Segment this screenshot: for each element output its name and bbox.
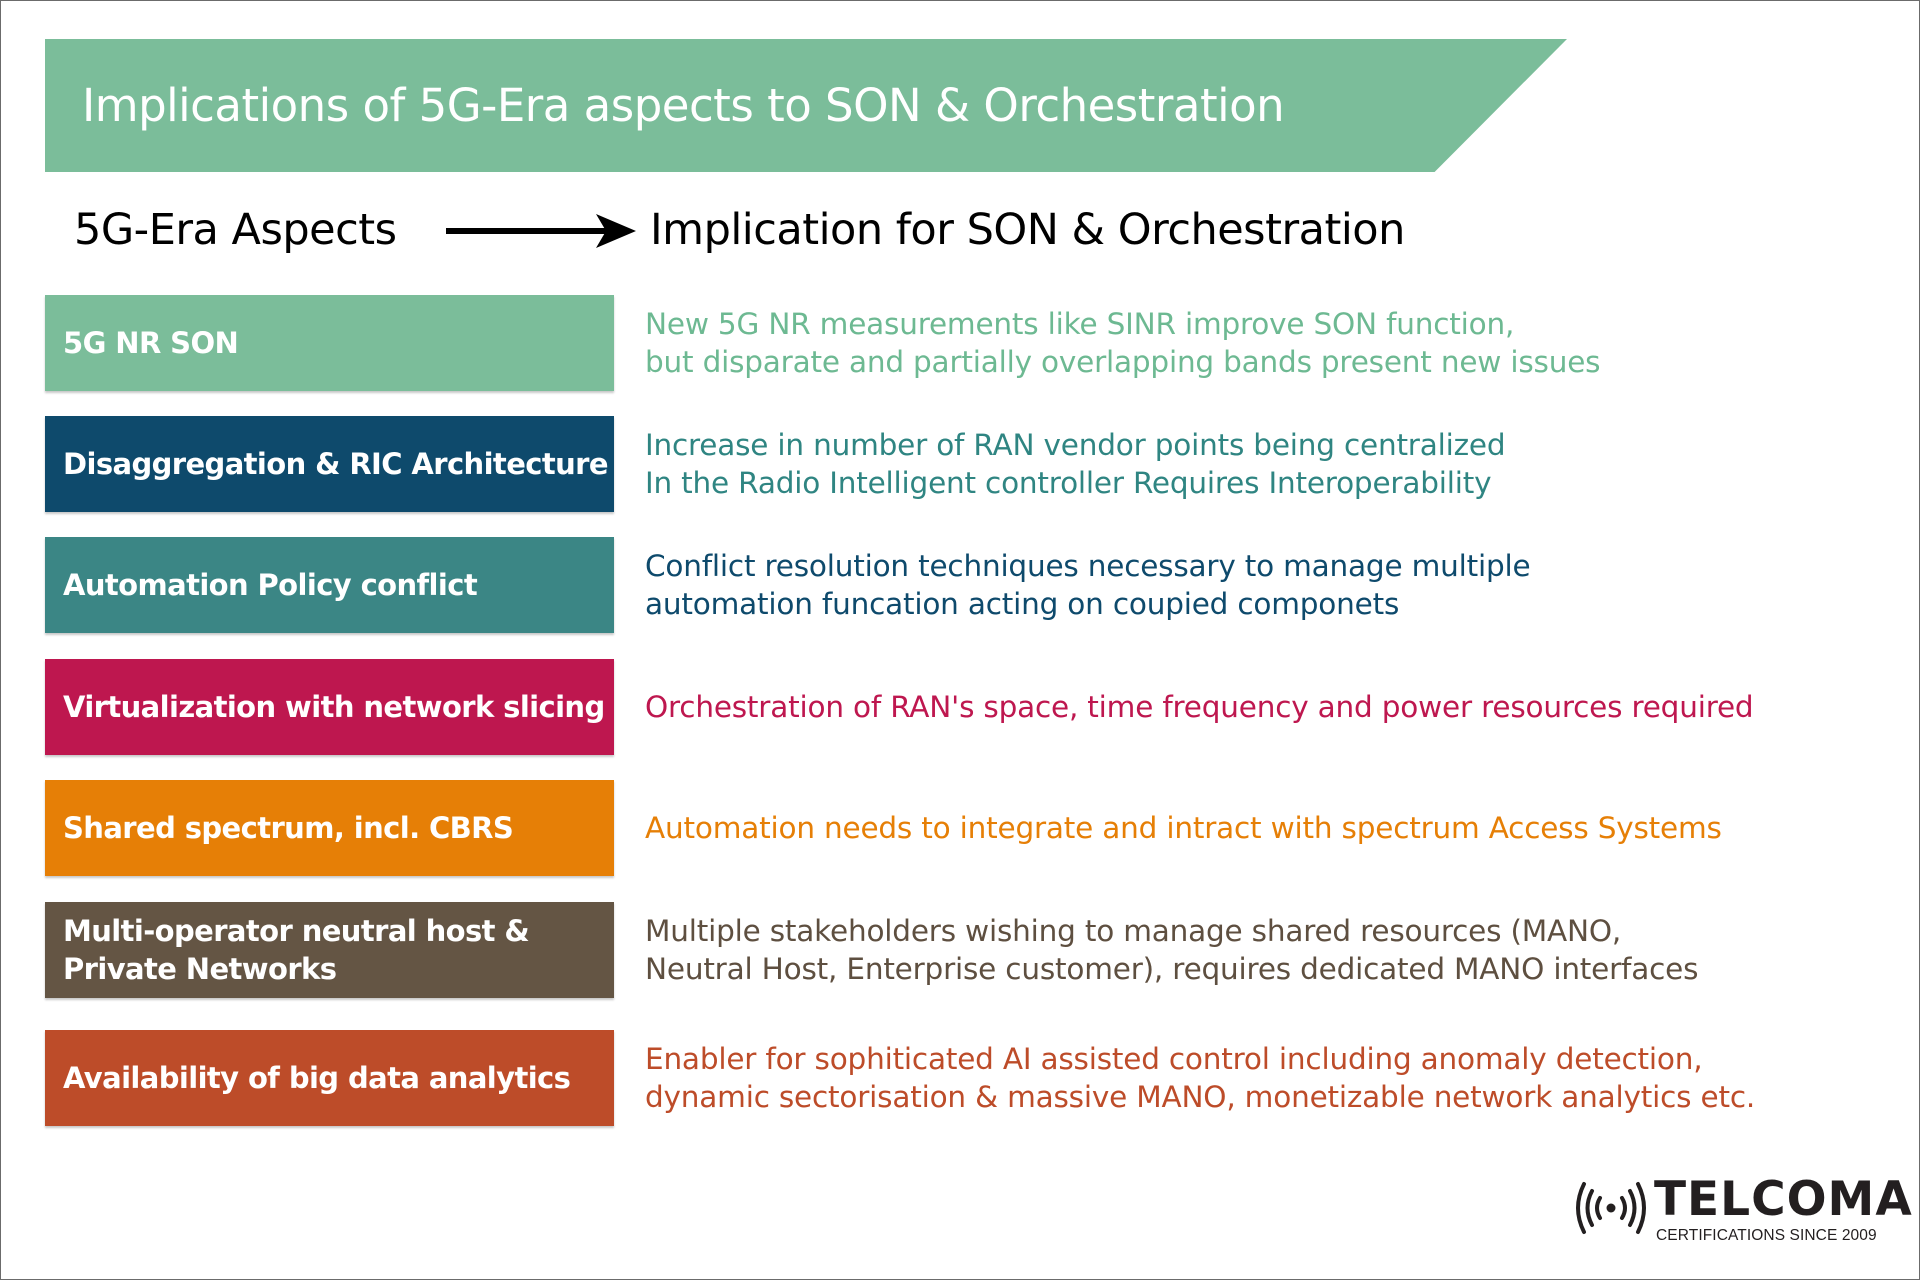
implication-text-shared-spectrum: Automation needs to integrate and intrac… (645, 780, 1905, 876)
implication-line: Enabler for sophiticated AI assisted con… (645, 1042, 1703, 1076)
aspect-box-automation-policy: Automation Policy conflict (45, 537, 614, 633)
aspect-label: Private Networks (63, 952, 337, 986)
implication-line: Orchestration of RAN's space, time frequ… (645, 690, 1754, 724)
implication-line: Conflict resolution techniques necessary… (645, 549, 1531, 583)
right-arrow-icon (446, 214, 636, 248)
aspect-box-virtualization-slicing: Virtualization with network slicing (45, 659, 614, 755)
implication-line: automation funcation acting on coupied c… (645, 587, 1400, 621)
logo-tagline: CERTIFICATIONS SINCE 2009 (1656, 1227, 1877, 1244)
implication-line: In the Radio Intelligent controller Requ… (645, 466, 1492, 500)
aspect-label: 5G NR SON (63, 326, 239, 360)
column-header-implications: Implication for SON & Orchestration (650, 205, 1405, 255)
implication-text-disaggregation-ric: Increase in number of RAN vendor points … (645, 416, 1905, 512)
implication-line: Neutral Host, Enterprise customer), requ… (645, 952, 1699, 986)
aspect-box-shared-spectrum: Shared spectrum, incl. CBRS (45, 780, 614, 876)
telcoma-logo: TELCOMA CERTIFICATIONS SINCE 2009 (1570, 1172, 1912, 1252)
implication-line: Automation needs to integrate and intrac… (645, 811, 1722, 845)
implication-line: but disparate and partially overlapping … (645, 345, 1601, 379)
implication-text-5g-nr-son: New 5G NR measurements like SINR improve… (645, 295, 1905, 391)
aspect-label: Multi-operator neutral host & (63, 914, 530, 948)
implication-text-multi-operator: Multiple stakeholders wishing to manage … (645, 902, 1905, 998)
implication-line: Increase in number of RAN vendor points … (645, 428, 1506, 462)
aspect-label: Automation Policy conflict (63, 568, 478, 602)
aspect-box-5g-nr-son: 5G NR SON (45, 295, 614, 391)
implication-line: Multiple stakeholders wishing to manage … (645, 914, 1622, 948)
column-header-aspects: 5G-Era Aspects (74, 205, 397, 255)
aspect-label: Shared spectrum, incl. CBRS (63, 811, 514, 845)
aspect-label: Availability of big data analytics (63, 1061, 571, 1095)
aspect-label: Disaggregation & RIC Architecture (63, 447, 609, 481)
aspect-box-multi-operator: Multi-operator neutral host & Private Ne… (45, 902, 614, 998)
page-title: Implications of 5G-Era aspects to SON & … (82, 79, 1285, 132)
title-banner (45, 39, 1567, 172)
broadcast-signal-icon (1576, 1182, 1646, 1234)
implication-line: dynamic sectorisation & massive MANO, mo… (645, 1080, 1756, 1114)
aspect-box-big-data: Availability of big data analytics (45, 1030, 614, 1126)
implication-text-virtualization-slicing: Orchestration of RAN's space, time frequ… (645, 659, 1905, 755)
aspect-box-disaggregation-ric: Disaggregation & RIC Architecture (45, 416, 614, 512)
implication-text-big-data: Enabler for sophiticated AI assisted con… (645, 1030, 1905, 1126)
logo-wordmark: TELCOMA (1654, 1172, 1913, 1227)
implication-line: New 5G NR measurements like SINR improve… (645, 307, 1515, 341)
implication-text-automation-policy: Conflict resolution techniques necessary… (645, 537, 1905, 633)
aspect-label: Virtualization with network slicing (63, 690, 605, 724)
